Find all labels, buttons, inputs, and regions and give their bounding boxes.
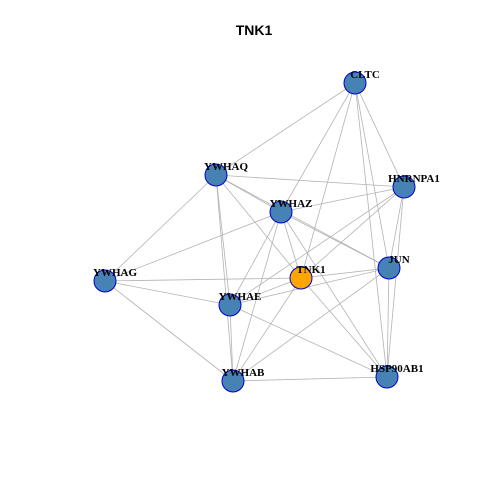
node-label-hsp90ab1: HSP90AB1 <box>370 363 423 375</box>
node-label-ywhaz: YWHAZ <box>270 198 313 210</box>
node-ywhaz <box>269 200 293 224</box>
edge-cltc-hnrnpa1 <box>354 82 405 188</box>
node-label-tnk1: TNK1 <box>296 264 325 276</box>
node-ywhae <box>218 293 242 317</box>
node-jun <box>377 256 401 280</box>
edge-cltc-tnk1 <box>300 82 356 279</box>
node-label-ywhab: YWHAB <box>222 367 265 379</box>
node-ywhab <box>221 369 245 393</box>
node-ywhag <box>93 269 117 293</box>
edge-ywhaz-ywhab <box>232 211 282 382</box>
edge-ywhaq-tnk1 <box>215 174 302 279</box>
edge-cltc-ywhaz <box>280 82 356 213</box>
edge-hnrnpa1-tnk1 <box>300 186 405 279</box>
node-label-hnrnpa1: HNRNPA1 <box>388 173 440 185</box>
edge-tnk1-ywhae <box>229 277 302 306</box>
edge-ywhag-ywhae <box>104 280 231 306</box>
edge-layer <box>104 82 405 382</box>
node-layer <box>93 71 416 393</box>
edge-ywhaz-ywhag <box>104 211 282 282</box>
edge-cltc-jun <box>354 82 390 269</box>
node-tnk1 <box>289 266 313 290</box>
node-label-ywhaq: YWHAQ <box>204 161 248 173</box>
edge-ywhaz-jun <box>280 211 390 269</box>
edge-tnk1-jun <box>300 267 390 279</box>
edge-ywhaq-ywhab <box>215 174 234 382</box>
edge-jun-ywhab <box>232 267 390 382</box>
node-label-jun: JUN <box>388 254 409 266</box>
edge-ywhae-hsp90ab1 <box>229 304 388 378</box>
edge-ywhag-tnk1 <box>104 277 302 282</box>
edge-cltc-ywhaq <box>215 82 356 176</box>
edge-ywhaz-hsp90ab1 <box>280 211 388 378</box>
node-label-ywhae: YWHAE <box>219 291 262 303</box>
edge-ywhae-ywhab <box>229 304 234 382</box>
edge-ywhaq-jun <box>215 174 390 269</box>
edge-ywhag-ywhab <box>104 280 234 382</box>
edge-tnk1-ywhab <box>232 277 302 382</box>
edge-hnrnpa1-hsp90ab1 <box>386 186 405 378</box>
node-cltc <box>343 71 367 95</box>
edge-hnrnpa1-jun <box>388 186 405 269</box>
edge-jun-hsp90ab1 <box>386 267 390 378</box>
edge-ywhaz-hnrnpa1 <box>280 186 405 213</box>
node-hnrnpa1 <box>392 175 416 199</box>
edge-jun-ywhae <box>229 267 390 306</box>
node-label-ywhag: YWHAG <box>93 267 137 279</box>
edge-hnrnpa1-ywhae <box>229 186 405 306</box>
edge-ywhaq-ywhae <box>215 174 231 306</box>
diagram-title: TNK1 <box>236 22 273 38</box>
edge-ywhaz-ywhae <box>229 211 282 306</box>
node-label-cltc: CLTC <box>350 69 380 81</box>
edge-ywhab-hsp90ab1 <box>232 376 388 382</box>
edge-ywhaq-hnrnpa1 <box>215 174 405 188</box>
node-ywhaq <box>204 163 228 187</box>
edge-cltc-hsp90ab1 <box>354 82 388 378</box>
edge-tnk1-hsp90ab1 <box>300 277 388 378</box>
node-hsp90ab1 <box>375 365 399 389</box>
edge-ywhaq-ywhag <box>104 174 217 282</box>
